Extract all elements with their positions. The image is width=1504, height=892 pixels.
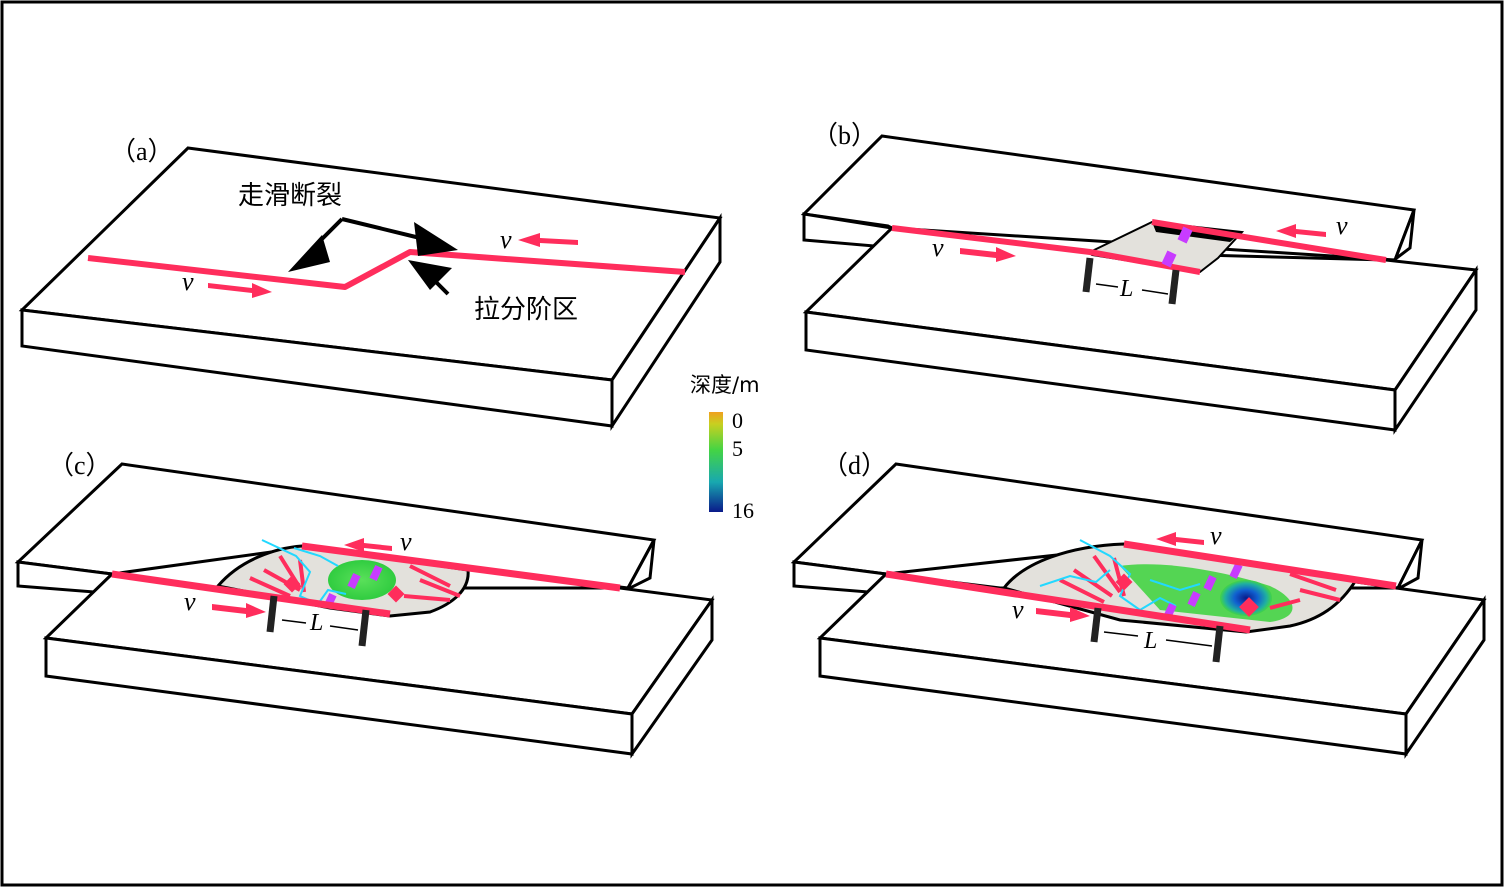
purple-block-d1 <box>1203 574 1217 592</box>
front-block-side-b <box>1393 265 1478 435</box>
fault-left-c <box>111 570 391 618</box>
velocity-label-left-a: v <box>182 267 194 296</box>
arrow-line-fault-2 <box>341 217 421 240</box>
fault-left-b <box>891 225 1201 275</box>
velocity-arrow-left-d <box>1036 607 1090 622</box>
channel-d3 <box>1149 579 1201 592</box>
channel-c2 <box>293 547 339 567</box>
legend-tick-0: 0 <box>732 408 743 433</box>
L-dim-right-b <box>1141 289 1169 295</box>
purple-block-c2 <box>369 564 383 582</box>
panel-d: L （d） v v <box>790 451 1487 759</box>
purple-block-b2 <box>1161 250 1177 268</box>
velocity-label-left-b: v <box>932 233 944 262</box>
fault-right-c <box>301 542 621 592</box>
deep-lake-d <box>1220 580 1272 616</box>
L-label-c: L <box>309 610 323 636</box>
legend-title: 深度/m <box>690 373 760 397</box>
L-marker-right-c <box>358 609 370 647</box>
velocity-label-right-c: v <box>400 527 412 556</box>
L-marker-left-b <box>1082 257 1094 293</box>
velocity-label-left-d: v <box>1012 595 1024 624</box>
velocity-arrow-right-b <box>1276 224 1326 238</box>
fault-trace-a <box>87 249 686 290</box>
red-block-c1 <box>283 575 301 593</box>
front-block-side-d <box>1404 595 1486 759</box>
water-body-c <box>328 560 396 600</box>
front-block-side-c <box>630 595 714 759</box>
red-block-d2 <box>1239 597 1259 617</box>
velocity-label-right-a: v <box>500 225 512 254</box>
L-dim-left-d <box>1103 631 1139 637</box>
velocity-label-left-c: v <box>184 587 196 616</box>
purple-block-d2 <box>1187 590 1201 608</box>
fault-left-d <box>885 570 1251 634</box>
panel-a: （a） 走滑断裂 拉分阶区 v v <box>18 137 723 432</box>
pull-apart-zone-label: 拉分阶区 <box>474 295 578 325</box>
strike-slip-fault-label: 走滑断裂 <box>238 181 342 211</box>
red-block-c2 <box>387 585 405 603</box>
fault-right-d <box>1123 540 1397 590</box>
velocity-arrow-left-b <box>960 247 1016 262</box>
purple-block-c1 <box>347 572 361 590</box>
inner-faults-d <box>1059 554 1341 610</box>
arrow-head-fault-2 <box>414 222 458 256</box>
velocity-arrow-left-a <box>208 283 272 298</box>
L-dim-right-d <box>1165 639 1213 647</box>
L-label-b: L <box>1119 276 1133 302</box>
L-marker-left-d <box>1090 607 1102 643</box>
L-dim-left-b <box>1095 283 1119 288</box>
velocity-label-right-b: v <box>1336 211 1348 240</box>
purple-block-d4 <box>1229 562 1243 580</box>
purple-block-b1 <box>1177 226 1193 244</box>
velocity-arrow-right-d <box>1156 532 1204 546</box>
panel-label-b: （b） <box>812 121 877 150</box>
depth-legend: 深度/m 0 5 16 <box>690 373 760 523</box>
velocity-arrow-right-c <box>344 538 392 552</box>
arrow-head-pullapart <box>408 260 452 290</box>
L-marker-left-c <box>266 595 278 633</box>
velocity-arrow-right-a <box>518 233 578 247</box>
panel-label-d: （d） <box>822 451 887 480</box>
panel-label-a: （a） <box>110 137 174 166</box>
L-dim-left-c <box>281 619 307 624</box>
L-marker-right-d <box>1212 625 1224 663</box>
legend-tick-2: 16 <box>732 498 754 523</box>
red-block-d1 <box>1115 573 1133 591</box>
velocity-label-right-d: v <box>1210 521 1222 550</box>
panel-c: L （c） v v <box>14 451 715 759</box>
velocity-arrow-left-c <box>212 603 266 618</box>
legend-tick-1: 5 <box>732 436 743 461</box>
legend-colorbar <box>709 412 723 512</box>
L-marker-right-b <box>1168 269 1180 305</box>
fault-right-b <box>1151 219 1387 263</box>
L-label-d: L <box>1143 628 1157 654</box>
arrow-head-fault <box>288 235 330 272</box>
L-dim-right-c <box>329 625 359 631</box>
channel-d1 <box>1079 539 1177 612</box>
panel-label-c: （c） <box>48 451 112 480</box>
channel-c1 <box>261 539 347 606</box>
panel-b: L （b） v v <box>800 121 1479 435</box>
channel-d2 <box>1039 569 1111 587</box>
